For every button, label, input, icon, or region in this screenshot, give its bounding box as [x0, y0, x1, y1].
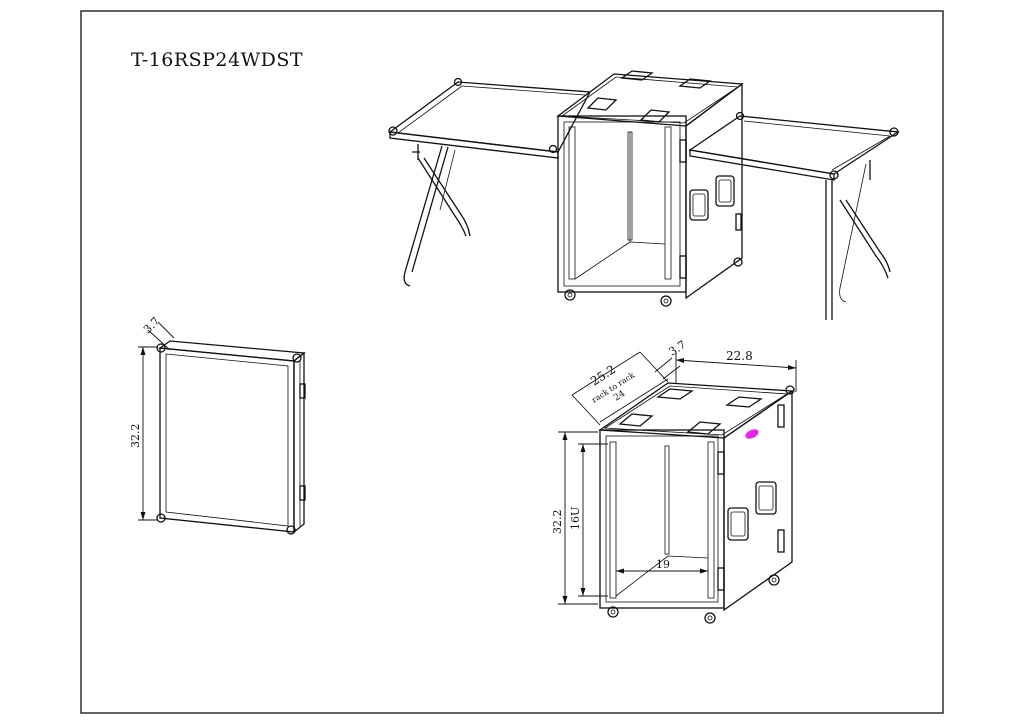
lid-panel-view: 32.2 3.7 — [129, 315, 306, 535]
dimensioned-case-view: 32.2 16U 19 25.2 rack to rack 24 3.7 22.… — [551, 338, 797, 624]
drawing-title: T-16RSP24WDST — [131, 49, 303, 71]
sheet-border — [80, 10, 944, 714]
case-height-label: 32.2 — [551, 510, 564, 535]
rack-units-label: 16U — [569, 507, 582, 530]
lid-height-label: 32.2 — [129, 424, 142, 449]
rack-case-top-view — [556, 70, 744, 307]
case-width-label: 22.8 — [726, 349, 753, 363]
left-table — [388, 77, 592, 287]
right-table — [688, 111, 900, 320]
magenta-marker — [745, 429, 759, 439]
rack-width-label: 19 — [656, 558, 670, 571]
case-depth-top-label: 3.7 — [667, 338, 689, 358]
lid-depth-label: 3.7 — [141, 315, 163, 337]
case-with-tables-view — [388, 70, 900, 320]
